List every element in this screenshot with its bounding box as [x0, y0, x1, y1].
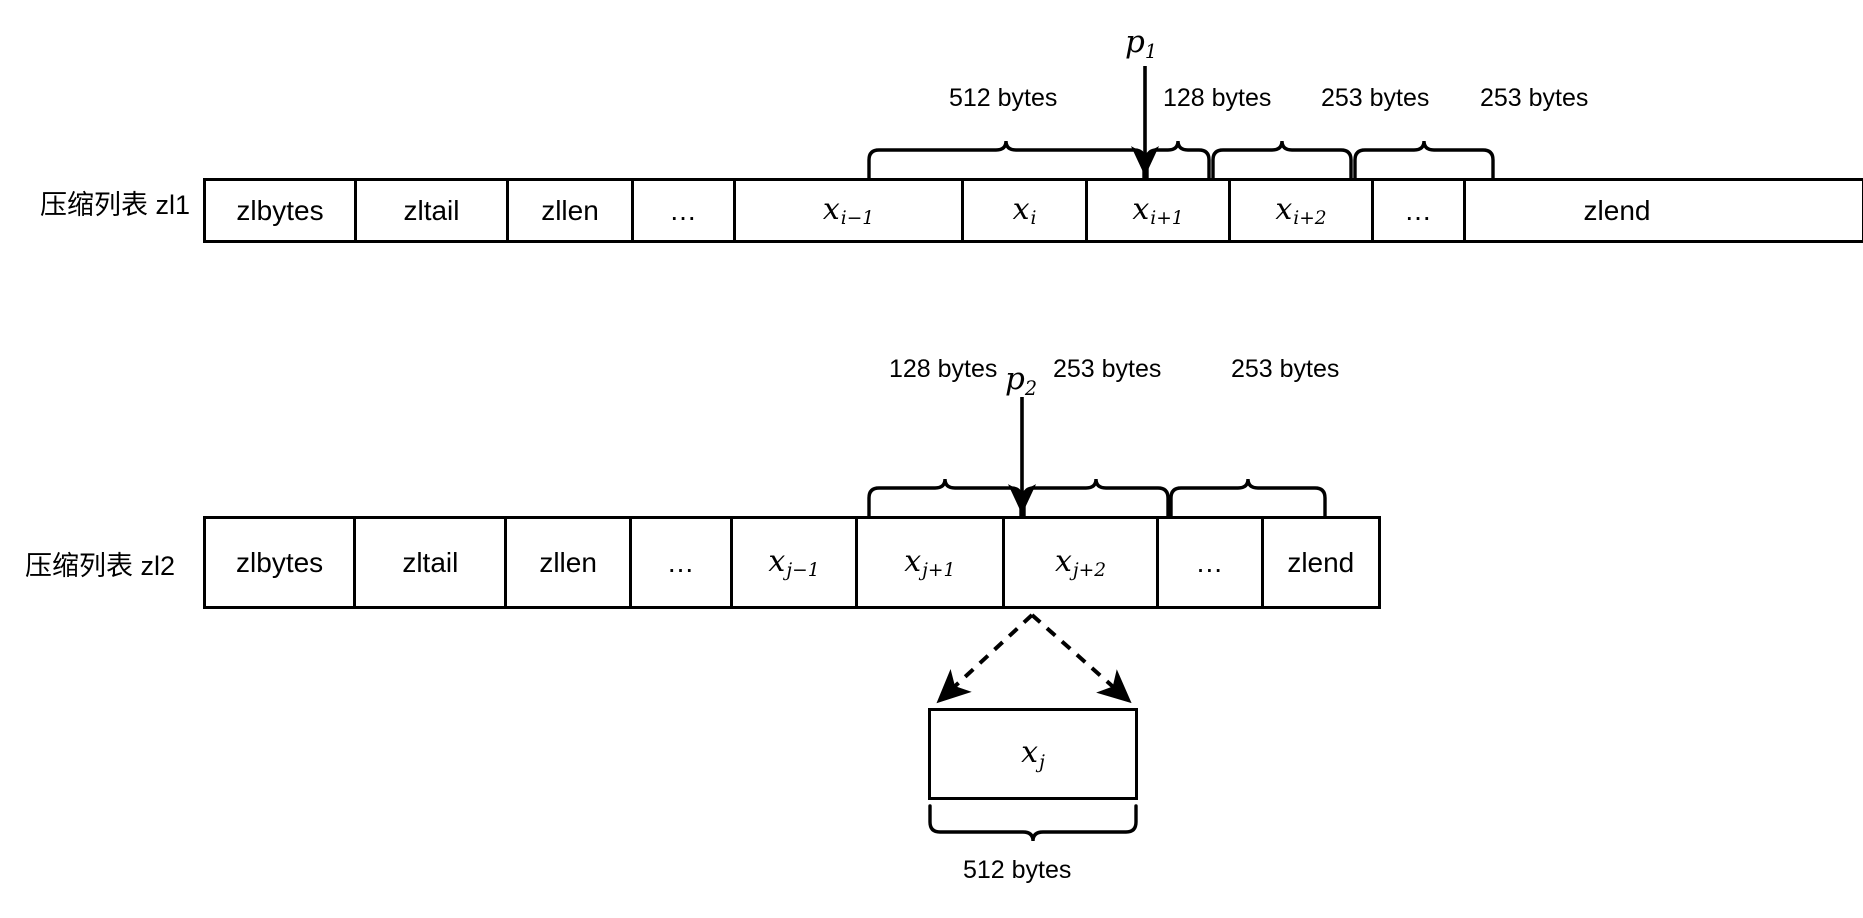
cell-ellipsis-left: ... — [634, 181, 736, 240]
cell-text: xi+2 — [1275, 191, 1327, 230]
cell-text: ... — [1405, 194, 1432, 226]
size-label-512-row1: 512 bytes — [949, 84, 1058, 112]
cell-text: ... — [667, 546, 695, 578]
cell-entry-j-plus-1: xj+1 — [858, 519, 1005, 606]
cell-zlbytes: zlbytes — [206, 181, 357, 240]
cell-zllen: zllen — [509, 181, 634, 240]
cell-text: zlend — [1583, 194, 1651, 226]
cell-zltail: zltail — [357, 181, 509, 240]
cell-zlend: zlend — [1466, 181, 1768, 240]
size-label-512-detached: 512 bytes — [963, 856, 1072, 884]
split-arrow-left — [936, 613, 1034, 704]
cell-entry-i-minus-1: xi−1 — [736, 181, 964, 240]
cell-text: xi+1 — [1132, 191, 1184, 230]
pointer-label-p2: p2 — [1005, 361, 1038, 400]
brace-253a-row1 — [1211, 140, 1353, 180]
detached-entry-box: xj — [928, 708, 1138, 800]
cell-entry-j-plus-2: xj+2 — [1005, 519, 1160, 606]
ziplist-row-zl1: zlbytes zltail zllen ... xi−1 xi xi+1 xi… — [203, 178, 1863, 243]
brace-128-row2 — [867, 478, 1023, 518]
ziplist-row-zl2: zlbytes zltail zllen ... xj−1 xj+1 xj+2 … — [203, 516, 1381, 609]
row1-label: 压缩列表 zl1 — [40, 190, 191, 220]
cell-text: xj+1 — [904, 543, 956, 582]
cell-text: zltail — [403, 194, 460, 226]
brace-253b-row2 — [1169, 478, 1327, 518]
row2-label: 压缩列表 zl2 — [25, 551, 176, 581]
cell-zlbytes: zlbytes — [206, 519, 357, 606]
cell-ellipsis-right: ... — [1159, 519, 1264, 606]
cell-text: xj+2 — [1054, 543, 1107, 582]
cell-entry-j-minus-1: xj−1 — [733, 519, 858, 606]
cell-text: xi−1 — [822, 191, 875, 230]
size-label-253b-row2: 253 bytes — [1231, 355, 1340, 383]
cell-text: zltail — [402, 546, 459, 578]
cell-entry-i: xi — [964, 181, 1088, 240]
cell-text: zlbytes — [236, 546, 324, 578]
brace-253a-row2 — [1022, 478, 1170, 518]
size-label-253b-row1: 253 bytes — [1480, 84, 1589, 112]
cell-zlend: zlend — [1264, 519, 1378, 606]
pointer-label-p1: p1 — [1125, 24, 1158, 63]
size-label-128-row1: 128 bytes — [1163, 84, 1272, 112]
cell-text: zllen — [539, 546, 597, 578]
cell-text: ... — [670, 194, 697, 226]
cell-text: xj−1 — [768, 543, 820, 582]
brace-512-row1 — [867, 140, 1146, 180]
cell-entry-i-plus-2: xi+2 — [1231, 181, 1374, 240]
size-label-253a-row2: 253 bytes — [1053, 355, 1162, 383]
brace-253b-row1 — [1353, 140, 1495, 180]
cell-zltail: zltail — [356, 519, 508, 606]
cell-entry-i-plus-1: xi+1 — [1088, 181, 1231, 240]
cell-text: ... — [1196, 546, 1224, 578]
cell-text: zlbytes — [236, 194, 324, 226]
cell-ellipsis-left: ... — [632, 519, 734, 606]
split-arrow-right — [1030, 613, 1132, 704]
cell-ellipsis-right: ... — [1374, 181, 1466, 240]
cell-zllen: zllen — [507, 519, 632, 606]
detached-entry-text: xj — [1021, 735, 1045, 773]
cell-text: zlend — [1287, 546, 1355, 578]
brace-512-detached — [928, 804, 1138, 842]
size-label-253a-row1: 253 bytes — [1321, 84, 1430, 112]
cell-text: zllen — [541, 194, 599, 226]
brace-128-row1 — [1145, 140, 1211, 180]
size-label-128-row2: 128 bytes — [889, 355, 998, 383]
cell-text: xi — [1012, 191, 1037, 230]
